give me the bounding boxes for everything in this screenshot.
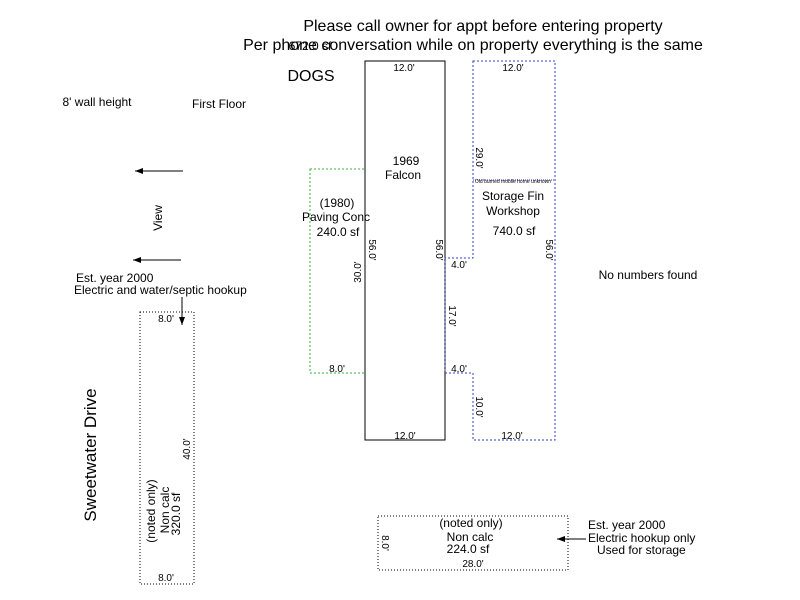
- dogs-label: DOGS: [287, 68, 334, 85]
- storage-top-dim: 12.0': [502, 63, 523, 74]
- shed-bottom-left-dim: 8.0': [379, 535, 390, 551]
- storage-upper-left-dim: 29.0': [473, 147, 484, 168]
- paving-type-label: Paving Conc: [302, 210, 370, 224]
- storage-use-label: Workshop: [486, 204, 540, 218]
- shed-left-bottom-dim: 8.0': [158, 573, 174, 584]
- shed-left-noted-label: (noted only): [144, 479, 158, 542]
- shed-left-noncalc-label: Non calc: [158, 487, 172, 534]
- mobile-home-left-dim: 56.0': [366, 239, 377, 260]
- shed-bottom-outline: [377, 515, 569, 571]
- street-label: Sweetwater Drive: [81, 388, 100, 521]
- shed-left-outline: [139, 311, 195, 585]
- storage-type-label: Storage Fin: [482, 189, 544, 203]
- mobile-home-right-dim: 56.0': [433, 239, 444, 260]
- wall-height-label: 8' wall height: [63, 95, 133, 109]
- no-numbers-label: No numbers found: [599, 268, 698, 282]
- shed-bottom-year-note: Est. year 2000: [588, 518, 666, 532]
- shed-left-hookup-note: Electric and water/septic hookup: [74, 283, 247, 297]
- shed-left-area-label: 320.0 sf: [169, 492, 183, 535]
- storage-right-dim: 56.0': [543, 239, 554, 260]
- shed-bottom-noted-label: (noted only): [439, 516, 502, 530]
- mobile-home-year-label: 1969: [393, 154, 420, 168]
- storage-step-lower-dim: 4.0': [451, 364, 467, 375]
- shed-bottom-area-label: 224.0 sf: [447, 542, 490, 556]
- storage-area-label: 740.0 sf: [493, 224, 536, 238]
- mobile-home-model-label: Falcon: [385, 168, 421, 182]
- shed-bottom-bottom-dim: 28.0': [462, 559, 483, 570]
- paving-area-label: 240.0 sf: [317, 225, 360, 239]
- view-label: View: [151, 205, 165, 231]
- storage-lower-left-dim: 10.0': [473, 396, 484, 417]
- shed-left-top-dim: 8.0': [158, 314, 174, 325]
- overlap-area-label: 672.0 sf: [289, 39, 332, 53]
- shed-bottom-noncalc-label: Non calc: [447, 530, 494, 544]
- shed-bottom-hookup-note: Electric hookup only: [588, 531, 695, 545]
- storage-bottom-dim: 12.0': [501, 431, 522, 442]
- shed-bottom-use-note: Used for storage: [597, 543, 686, 557]
- shed-left-year-note: Est. year 2000: [76, 271, 154, 285]
- header-note-line2: Per phone conversation while on property…: [243, 37, 703, 54]
- paving-height-dim: 30.0': [353, 261, 364, 282]
- paving-year-label: (1980): [320, 196, 355, 210]
- mobile-home-bottom-dim: 12.0': [394, 431, 415, 442]
- mobile-home-top-dim: 12.0': [393, 63, 414, 74]
- paving-width-dim: 8.0': [329, 364, 345, 375]
- mobile-home-outline: [364, 60, 446, 441]
- storage-workshop-outline: [444, 60, 556, 441]
- storage-step-upper-dim: 4.0': [451, 260, 467, 271]
- shed-left-right-dim: 40.0': [182, 438, 193, 459]
- header-note-line1: Please call owner for appt before enteri…: [303, 18, 662, 35]
- floor-label: First Floor: [192, 97, 246, 111]
- storage-mid-dim: 17.0': [446, 305, 457, 326]
- storage-tiny-note: Old burned mobile home unknown: [475, 179, 551, 185]
